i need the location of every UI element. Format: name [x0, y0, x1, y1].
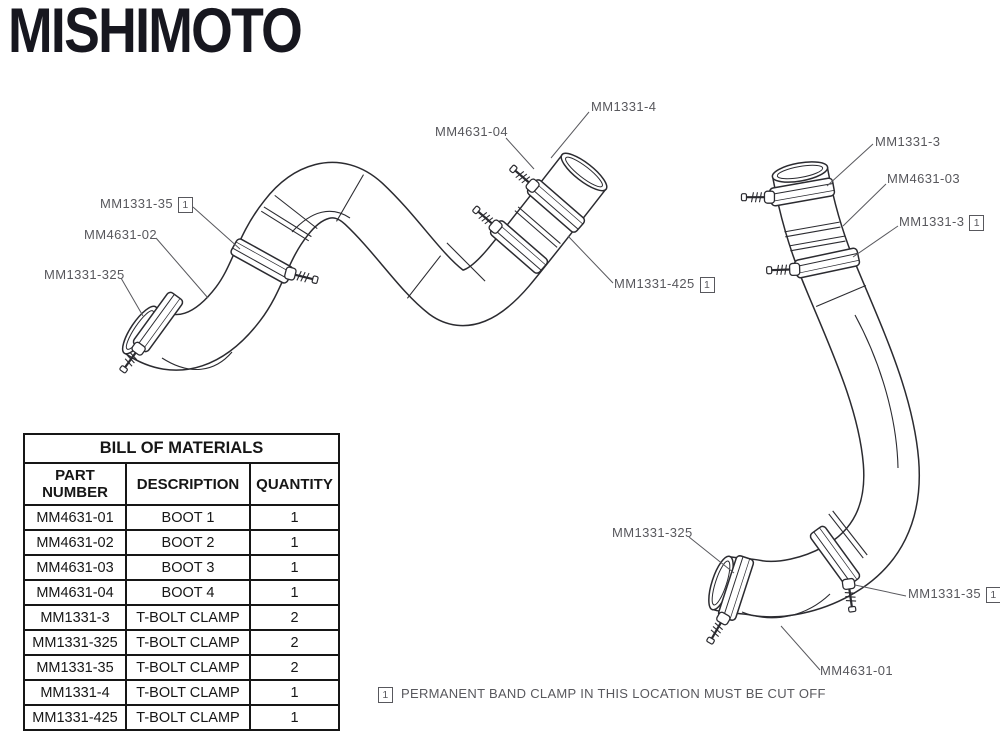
- col-header-quantity: QUANTITY: [249, 462, 340, 506]
- bom-header-row: PART NUMBER DESCRIPTION QUANTITY: [23, 462, 340, 506]
- footnote: 1 PERMANENT BAND CLAMP IN THIS LOCATION M…: [378, 686, 826, 703]
- part-label-mm4631-01: MM4631-01: [820, 663, 893, 678]
- bill-of-materials-table: BILL OF MATERIALS PART NUMBER DESCRIPTIO…: [23, 433, 340, 731]
- flag-box: 1: [985, 587, 1000, 603]
- flag-box: 1: [699, 277, 715, 293]
- footnote-text: PERMANENT BAND CLAMP IN THIS LOCATION MU…: [401, 686, 826, 701]
- col-header-description: DESCRIPTION: [125, 462, 251, 506]
- col-header-part-number: PART NUMBER: [23, 462, 127, 506]
- leader-lines: [120, 111, 907, 671]
- bom-title-row: BILL OF MATERIALS: [23, 433, 340, 464]
- bom-title: BILL OF MATERIALS: [23, 433, 340, 464]
- flag-box: 1: [378, 687, 393, 703]
- part-label-mm4631-02: MM4631-02: [84, 227, 157, 242]
- hose-opening: [560, 152, 608, 192]
- right-hose: [703, 161, 921, 647]
- mishimoto-logo: MISHIMOTO: [8, 0, 303, 66]
- part-label-mm1331-325-left: MM1331-325: [44, 267, 125, 282]
- flag-box: 1: [177, 197, 193, 213]
- part-label-mm4631-03: MM4631-03: [887, 171, 960, 186]
- flag-box: 1: [969, 215, 985, 231]
- left-hose: [116, 152, 608, 376]
- part-label-mm1331-325-right: MM1331-325: [612, 525, 693, 540]
- hose-opening: [771, 161, 829, 183]
- part-label-mm4631-04: MM4631-04: [435, 124, 508, 139]
- part-label-mm1331-3-upper: MM1331-3: [875, 134, 941, 149]
- part-label-mm1331-4: MM1331-4: [591, 99, 657, 114]
